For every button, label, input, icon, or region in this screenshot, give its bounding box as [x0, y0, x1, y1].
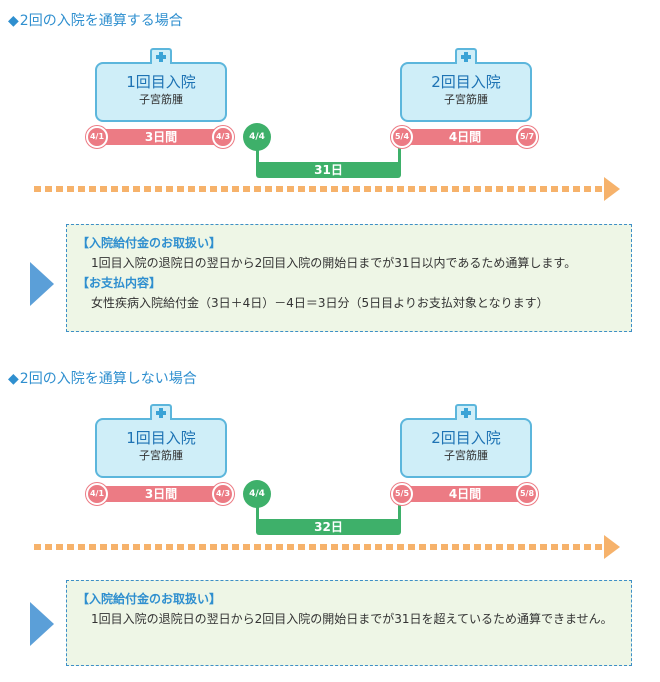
payment-heading: 【お支払内容】 — [77, 276, 162, 290]
gap-start-date: 4/4 — [243, 123, 271, 151]
timeline-arrow — [34, 186, 604, 192]
stay-title: 2回目入院 — [431, 73, 501, 91]
gap-start-line — [256, 144, 259, 168]
stay-diagnosis: 子宮筋腫 — [139, 449, 183, 462]
stay-diagnosis: 子宮筋腫 — [444, 93, 488, 106]
stay-title: 2回目入院 — [431, 429, 501, 447]
hospital-cross-icon — [150, 404, 172, 420]
stay-title: 1回目入院 — [126, 429, 196, 447]
handling-heading: 【入院給付金のお取扱い】 — [77, 236, 222, 250]
first-stay-start-date: 4/1 — [86, 483, 108, 505]
hospital-cross-icon — [150, 48, 172, 64]
second-stay-start-date: 5/4 — [391, 126, 413, 148]
handling-text: 1回目入院の退院日の翌日から2回目入院の開始日までが31日以内であるため通算しま… — [91, 256, 577, 270]
first-stay-end-date: 4/3 — [212, 126, 234, 148]
handling-text: 1回目入院の退院日の翌日から2回目入院の開始日までが31日を超えているため通算で… — [91, 612, 613, 626]
gap-end-line — [398, 501, 401, 525]
first-stay-card: 1回目入院 子宮筋腫 — [95, 48, 227, 122]
handling-heading: 【入院給付金のお取扱い】 — [77, 592, 222, 606]
payment-text: 女性疾病入院給付金（3日＋4日）－4日＝3日分（5日目よりお支払対象となります） — [91, 296, 549, 310]
timeline-arrow — [34, 544, 604, 550]
stay-diagnosis: 子宮筋腫 — [444, 449, 488, 462]
info-box: 【入院給付金のお取扱い】 1回目入院の退院日の翌日から2回目入院の開始日までが3… — [66, 580, 632, 666]
info-box: 【入院給付金のお取扱い】 1回目入院の退院日の翌日から2回目入院の開始日までが3… — [66, 224, 632, 332]
second-stay-start-date: 5/5 — [391, 483, 413, 505]
second-stay-card: 2回目入院 子宮筋腫 — [400, 48, 532, 122]
gap-days: 31日 — [256, 162, 401, 178]
pointer-triangle-icon — [30, 262, 54, 306]
second-stay-end-date: 5/8 — [516, 483, 538, 505]
hospital-cross-icon — [455, 48, 477, 64]
second-stay-duration: 4日間 — [402, 129, 528, 145]
gap-start-date: 4/4 — [243, 480, 271, 508]
gap-start-line — [256, 501, 259, 525]
first-stay-end-date: 4/3 — [212, 483, 234, 505]
pointer-triangle-icon — [30, 602, 54, 646]
second-stay-card: 2回目入院 子宮筋腫 — [400, 404, 532, 478]
timeline-arrow-head-icon — [604, 177, 620, 201]
hospital-cross-icon — [455, 404, 477, 420]
section-title: ◆2回の入院を通算する場合 — [8, 13, 183, 29]
stay-title: 1回目入院 — [126, 73, 196, 91]
first-stay-card: 1回目入院 子宮筋腫 — [95, 404, 227, 478]
gap-days: 32日 — [256, 519, 401, 535]
first-stay-duration: 3日間 — [98, 486, 224, 502]
stay-diagnosis: 子宮筋腫 — [139, 93, 183, 106]
section-title: ◆2回の入院を通算しない場合 — [8, 371, 197, 387]
second-stay-duration: 4日間 — [402, 486, 528, 502]
timeline-arrow-head-icon — [604, 535, 620, 559]
second-stay-end-date: 5/7 — [516, 126, 538, 148]
gap-end-line — [398, 144, 401, 168]
section-combined: ◆2回の入院を通算する場合 1回目入院 子宮筋腫 3日間 4/1 4/3 4/4… — [0, 10, 660, 340]
first-stay-duration: 3日間 — [98, 129, 224, 145]
section-not-combined: ◆2回の入院を通算しない場合 1回目入院 子宮筋腫 3日間 4/1 4/3 4/… — [0, 368, 660, 678]
first-stay-start-date: 4/1 — [86, 126, 108, 148]
